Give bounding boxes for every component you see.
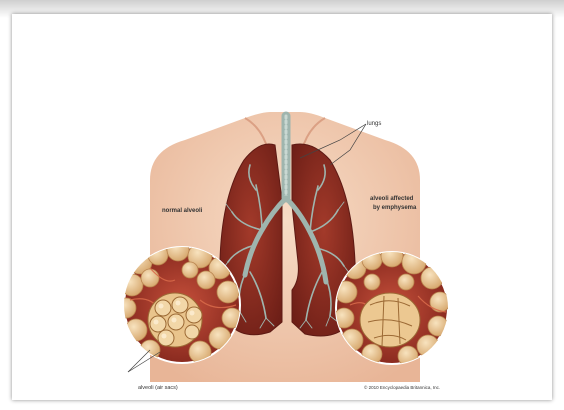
label-emphysema-line2: by emphysema xyxy=(373,205,417,211)
copyright-notice: © 2010 Encyclopaedia Britannica, Inc. xyxy=(364,384,440,390)
label-air-sacs: alveoli (air sacs) xyxy=(138,385,178,391)
damaged-air-sac xyxy=(360,293,420,347)
label-emphysema-line1: alveoli affected xyxy=(370,196,414,202)
label-lungs: lungs xyxy=(367,121,381,127)
label-normal-alveoli: normal alveoli xyxy=(162,208,203,214)
